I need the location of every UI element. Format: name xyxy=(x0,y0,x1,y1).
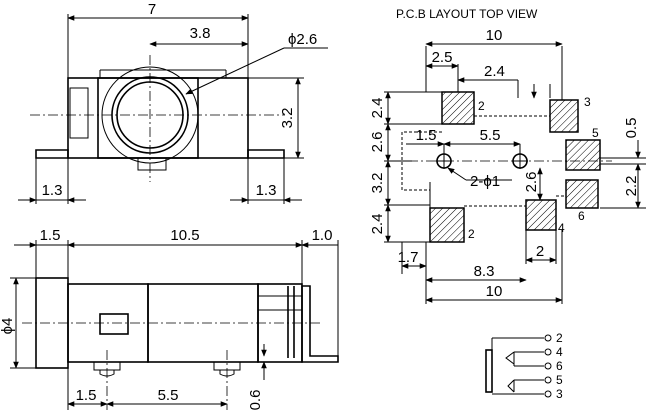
pcb-pad-3 xyxy=(549,99,579,133)
pcb-dim-2: 2 xyxy=(536,243,544,260)
dim-side-diameter: ϕ4 xyxy=(0,318,16,335)
pcb-dim-5-5: 5.5 xyxy=(480,127,501,144)
pcb-pad-label: 5 xyxy=(592,126,599,140)
side-view: 1.5 10.5 1.0 ϕ4 1.5 5.5 0.6 xyxy=(0,227,339,411)
pcb-pad-label: 3 xyxy=(584,95,591,109)
dim-top-width: 7 xyxy=(148,1,156,18)
dim-side-rear: 1.0 xyxy=(312,227,333,244)
pcb-dim-v-0-5: 0.5 xyxy=(623,118,640,139)
pcb-dim-v-2-2: 2.2 xyxy=(623,176,640,197)
pcb-dim-hole: 2-ϕ1 xyxy=(470,173,500,190)
pcb-layout: P.C.B LAYOUT TOP VIEW 2 3 5 6 2 4 xyxy=(369,7,646,304)
pcb-pad-label: 2 xyxy=(468,227,475,241)
top-view-outline xyxy=(30,55,285,182)
pcb-pad-label: 6 xyxy=(578,209,585,223)
pcb-dim-v-2-6: 2.6 xyxy=(369,132,386,153)
pcb-dim-2-4-top: 2.4 xyxy=(484,63,505,80)
dim-side-thickness: 0.6 xyxy=(247,390,264,411)
pcb-pads: 2 3 5 6 2 4 xyxy=(429,91,601,243)
pcb-dim-bottom-width: 10 xyxy=(486,283,503,300)
pcb-dim-8-3: 8.3 xyxy=(474,263,495,280)
dim-side-peg-pitch: 5.5 xyxy=(158,387,179,404)
top-view-dimensions: 7 3.8 ϕ2.6 3.2 1.3 1.3 xyxy=(18,1,328,204)
dim-side-peg-pos: 1.5 xyxy=(76,387,97,404)
dim-side-front: 1.5 xyxy=(40,227,61,244)
schematic-pin-label: 4 xyxy=(556,345,563,359)
side-view-outline xyxy=(22,277,339,410)
pcb-pad-4 xyxy=(525,199,557,231)
pcb-pad-2-top xyxy=(441,91,475,125)
pcb-dim-1-5: 1.5 xyxy=(416,127,437,144)
pcb-pad-label: 2 xyxy=(478,99,485,113)
dim-top-diameter: ϕ2.6 xyxy=(288,31,317,48)
pcb-dim-2-5: 2.5 xyxy=(432,49,453,66)
pcb-dim-v-2-6-inner: 2.6 xyxy=(523,172,540,193)
dim-top-height: 3.2 xyxy=(279,108,296,129)
pin-schematic: 2 4 6 5 3 xyxy=(485,331,563,401)
schematic-pin-label: 5 xyxy=(556,373,563,387)
schematic-pin-label: 3 xyxy=(556,387,563,401)
schematic-pin-label: 2 xyxy=(556,331,563,345)
schematic-pin-label: 6 xyxy=(556,359,563,373)
pcb-dim-v-2-4-top: 2.4 xyxy=(369,98,386,119)
top-view: 7 3.8 ϕ2.6 3.2 1.3 1.3 xyxy=(18,1,328,204)
pcb-pad-label: 4 xyxy=(558,221,565,235)
pcb-outline xyxy=(401,115,612,208)
pcb-pad-5 xyxy=(565,139,601,171)
pcb-dim-1-7: 1.7 xyxy=(398,249,419,266)
pcb-dimensions: 10 2.5 2.4 2.4 2.6 3.2 2.4 xyxy=(369,27,646,304)
pcb-dim-v-3-2: 3.2 xyxy=(369,173,386,194)
pcb-dim-v-2-4-bottom: 2.4 xyxy=(369,214,386,235)
dim-top-left-tab: 1.3 xyxy=(42,182,63,199)
pcb-pad-6 xyxy=(565,179,599,209)
dim-top-offset: 3.8 xyxy=(190,25,211,42)
dim-top-right-tab: 1.3 xyxy=(256,182,277,199)
dim-side-body: 10.5 xyxy=(170,227,199,244)
pcb-layout-title: P.C.B LAYOUT TOP VIEW xyxy=(396,7,538,21)
pcb-pad-2-bottom xyxy=(429,207,465,243)
pcb-dim-top-width: 10 xyxy=(486,27,503,44)
side-view-dimensions: 1.5 10.5 1.0 ϕ4 1.5 5.5 0.6 xyxy=(0,227,339,411)
